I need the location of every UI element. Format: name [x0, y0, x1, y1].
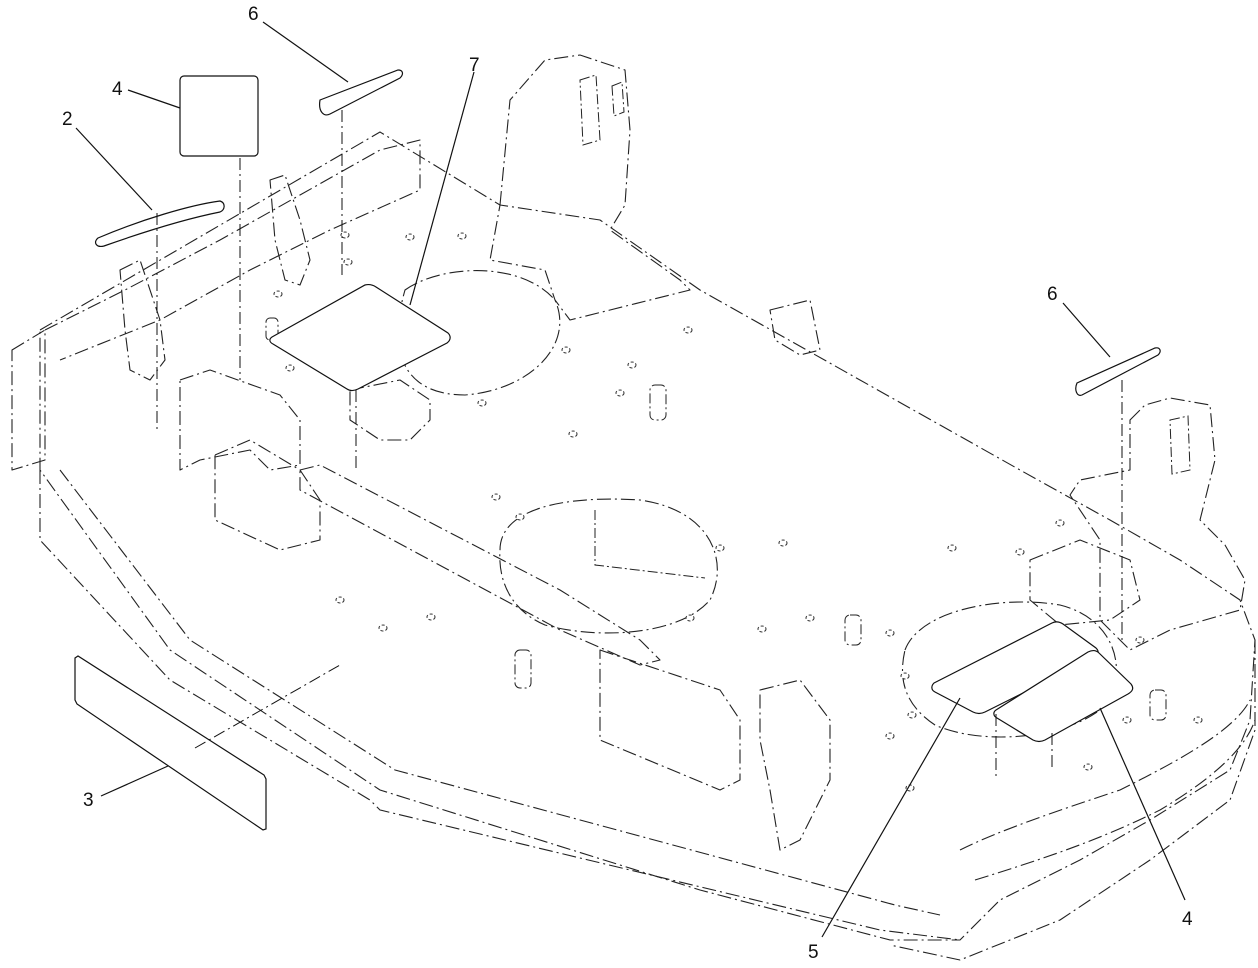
rear-baffle — [11, 329, 46, 471]
left-pivot-bracket-slot-2 — [611, 81, 625, 117]
leader-6-right — [1062, 302, 1111, 358]
decals — [74, 69, 1161, 831]
right-skirt-lip — [959, 699, 1251, 851]
rear-rail — [44, 139, 421, 361]
mower-deck — [11, 54, 1256, 961]
callout-6-right: 6 — [1047, 284, 1058, 305]
leader-4-lower — [1099, 707, 1186, 901]
right-skirt — [889, 640, 1256, 961]
callout-labels: 2 4 6 7 6 3 5 4 — [62, 4, 1193, 963]
left-pivot-bracket-slot — [579, 74, 601, 146]
callout-5: 5 — [808, 942, 819, 963]
callout-4-lower: 4 — [1182, 909, 1193, 930]
center-spindle-opening — [499, 498, 718, 634]
right-pivot-bracket — [1069, 397, 1246, 651]
leader-5 — [821, 697, 961, 938]
decal-item-6-right — [1075, 347, 1161, 396]
left-center-bracket — [349, 379, 431, 441]
rear-center-hanger — [269, 174, 311, 286]
front-cross-bar — [299, 464, 661, 666]
deck-holes — [273, 231, 1203, 792]
leader-4-upper — [127, 89, 181, 109]
front-lh-bracket-2 — [214, 439, 321, 551]
decal-item-2 — [94, 200, 225, 247]
decal-item-4-upper — [179, 75, 259, 157]
leader-6-upper — [262, 21, 349, 83]
decal-item-4-lower — [993, 650, 1134, 743]
callout-3: 3 — [83, 790, 94, 811]
callout-6-upper: 6 — [248, 4, 259, 25]
front-skirt — [39, 470, 961, 941]
callout-7: 7 — [469, 55, 480, 76]
right-spindle-opening — [902, 601, 1117, 738]
leader-3 — [100, 765, 169, 797]
leader-7 — [409, 71, 475, 306]
right-side-plate — [1029, 539, 1141, 626]
right-skirt-lip-2 — [974, 719, 1256, 881]
front-lh-bracket — [179, 369, 301, 471]
center-spindle-divider — [594, 510, 706, 579]
deck-top-plate-outline — [39, 131, 1256, 941]
left-pivot-bracket — [489, 54, 691, 321]
left-spindle-opening — [397, 270, 561, 396]
rear-left-hanger — [119, 259, 166, 381]
leader-2 — [75, 127, 153, 211]
front-baffle-right — [759, 679, 831, 851]
decal-item-7 — [269, 284, 451, 392]
right-pivot-bracket-slot — [1169, 415, 1191, 475]
front-skirt-inner — [59, 469, 941, 916]
front-baffle-center — [599, 649, 741, 791]
rear-right-tab — [769, 299, 821, 356]
decal-item-3 — [74, 655, 267, 831]
leader-lines — [75, 21, 1186, 938]
callout-2: 2 — [62, 109, 73, 130]
deck-studs — [265, 317, 1167, 721]
decal-item-6-upper — [319, 69, 404, 116]
placement-guides — [156, 110, 1123, 780]
callout-4-upper: 4 — [112, 79, 123, 100]
